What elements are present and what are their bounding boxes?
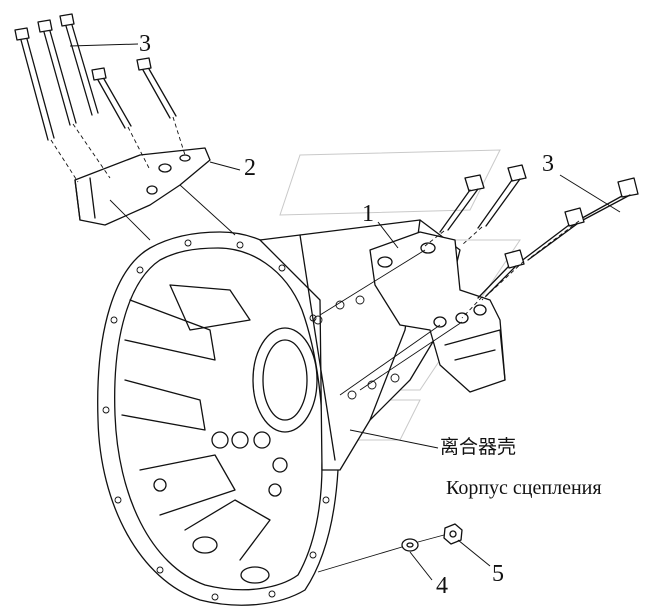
callout-4: 4 (436, 573, 448, 599)
right-mounting-bracket (369, 231, 506, 393)
bolt (477, 164, 527, 229)
bolt (59, 13, 99, 116)
part-name-chinese: 离合器壳 (440, 436, 517, 458)
right-bolts (319, 164, 639, 396)
washer (401, 538, 419, 552)
callout-leaders (69, 43, 621, 581)
bolt (439, 174, 485, 233)
callout-3-right: 3 (542, 151, 554, 177)
bolt (91, 67, 132, 129)
callout-2: 2 (244, 155, 256, 181)
bolt (519, 207, 585, 263)
bolt (37, 19, 77, 126)
nut (443, 523, 463, 545)
bolt (14, 27, 55, 141)
bolt (574, 177, 639, 223)
bolt (477, 249, 525, 299)
bolt (136, 57, 177, 119)
callout-3-left: 3 (139, 31, 151, 57)
left-bolts (14, 13, 236, 241)
part-name-russian: Корпус сцепления (446, 477, 602, 499)
left-mounting-bracket (74, 147, 211, 226)
callout-1: 1 (362, 201, 374, 227)
callout-5: 5 (492, 561, 504, 587)
